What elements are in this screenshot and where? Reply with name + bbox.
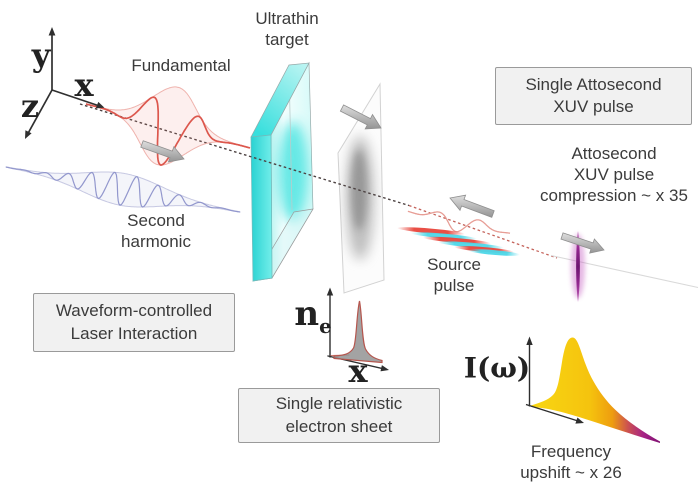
electron-density-y-base: n [294, 294, 320, 335]
electron-sheet-box: Single relativistic electron sheet [238, 388, 440, 443]
waveform-controlled-box: Waveform-controlled Laser Interaction [33, 293, 235, 352]
spectrum-plot [525, 336, 660, 443]
electron-density-y-subscript: e [319, 313, 332, 338]
electron-density-x-label: x [348, 352, 368, 390]
electron-density-y-label: ne [294, 294, 331, 338]
electron-density-spike [333, 300, 383, 364]
fundamental-direction-arrow-icon [140, 140, 185, 163]
fundamental-wave [85, 86, 251, 166]
axis-y-label: y [31, 36, 51, 74]
frequency-upshift-label: Frequency upshift ~ x 26 [520, 442, 622, 483]
propagation-axis-dashed-line [79, 103, 410, 207]
source-pulse-label: Source pulse [427, 255, 481, 296]
second-harmonic-wave-envelope [5, 166, 241, 213]
source-stripe-3 [423, 236, 491, 245]
attosecond-xuv-pulse [571, 231, 585, 302]
ultrathin-target-slab [250, 61, 314, 282]
source-stripe-4 [438, 241, 504, 249]
single-attosecond-box: Single Attosecond XUV pulse [495, 67, 692, 125]
source-stripe-6 [468, 249, 520, 256]
second-harmonic-wave-carrier [5, 166, 241, 213]
spectrum-curve [531, 337, 660, 443]
axis-x-label: x [74, 66, 94, 104]
source-stripe-2 [411, 232, 477, 240]
sheet-direction-arrow-icon [339, 104, 382, 130]
second-harmonic-label: Second harmonic [121, 211, 191, 252]
xuv-direction-arrow-icon [560, 232, 605, 254]
coordinate-axes [25, 27, 105, 139]
electron-density-plot [326, 287, 389, 372]
spectrum-y-label: I(ω) [463, 351, 531, 385]
source-pulse-wave-carrier [407, 210, 511, 234]
fundamental-label: Fundamental [131, 56, 231, 75]
ultrathin-target-label: Ultrathin target [255, 9, 319, 50]
source-stripe-1 [397, 227, 465, 235]
chirped-source-pulse-stripes [397, 227, 520, 256]
source-back-arrow-icon [449, 194, 495, 218]
axis-z-label: z [20, 87, 40, 125]
fundamental-wave-carrier [85, 96, 251, 166]
source-beam-dashed-line [408, 204, 558, 259]
source-pulse-wave [407, 210, 511, 234]
xuv-compression-label: Attosecond XUV pulse compression ~ x 35 [540, 144, 688, 206]
second-harmonic-wave [5, 166, 241, 213]
